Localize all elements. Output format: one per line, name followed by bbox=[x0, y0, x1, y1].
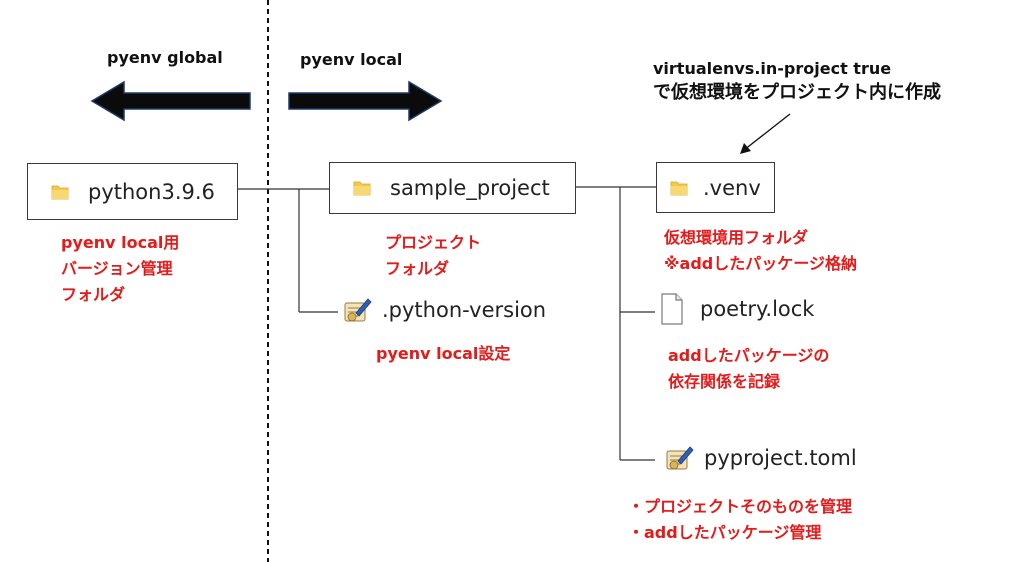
file-python-version-name: .python-version bbox=[382, 298, 547, 322]
note-line: 依存関係を記録 bbox=[668, 372, 781, 391]
file-pyproject[interactable]: pyproject.toml bbox=[664, 443, 857, 473]
annotation-line-1: virtualenvs.in-project true bbox=[653, 59, 892, 78]
note-line: ※addしたパッケージ格納 bbox=[664, 254, 857, 273]
annotation-in-project: virtualenvs.in-project true で仮想環境をプロジェクト… bbox=[653, 57, 941, 105]
folder-sample-project[interactable]: sample_project bbox=[329, 162, 576, 214]
config-file-icon bbox=[344, 298, 372, 322]
note-line: フォルダ bbox=[61, 285, 126, 304]
folder-icon bbox=[670, 181, 688, 195]
note-line: addしたパッケージの bbox=[668, 346, 830, 365]
arrow-left-global bbox=[90, 80, 251, 122]
folder-venv-name: .venv bbox=[703, 175, 761, 200]
note-line: pyenv local用 bbox=[61, 233, 180, 252]
note-venv: 仮想環境用フォルダ ※addしたパッケージ格納 bbox=[664, 225, 857, 277]
file-poetry-lock-name: poetry.lock bbox=[700, 297, 815, 321]
note-line: ・addしたパッケージ管理 bbox=[628, 523, 822, 542]
note-line: pyenv local設定 bbox=[376, 344, 511, 363]
folder-venv[interactable]: .venv bbox=[656, 162, 775, 213]
config-file-icon bbox=[666, 446, 694, 470]
folder-python-version[interactable]: python3.9.6 bbox=[27, 163, 238, 220]
note-python-version-file: pyenv local設定 bbox=[376, 341, 510, 367]
annotation-pointer-line bbox=[743, 113, 791, 151]
annotation-pointer-head bbox=[740, 143, 751, 154]
note-pyproject: ・プロジェクトそのものを管理 ・addしたパッケージ管理 bbox=[628, 494, 852, 546]
note-line: バージョン管理 bbox=[61, 259, 173, 278]
folder-python-version-name: python3.9.6 bbox=[88, 179, 215, 204]
pyenv-local-label: pyenv local bbox=[300, 50, 403, 69]
folder-icon bbox=[51, 185, 69, 199]
note-line: プロジェクト bbox=[385, 233, 482, 252]
note-line: 仮想環境用フォルダ bbox=[664, 228, 809, 247]
folder-sample-project-name: sample_project bbox=[390, 176, 550, 200]
annotation-line-2: で仮想環境をプロジェクト内に作成 bbox=[653, 82, 941, 103]
file-python-version[interactable]: .python-version bbox=[342, 295, 546, 325]
note-sample-project: プロジェクト フォルダ bbox=[385, 230, 481, 282]
note-line: ・プロジェクトそのものを管理 bbox=[628, 497, 853, 516]
note-line: フォルダ bbox=[385, 259, 450, 278]
pyenv-global-label: pyenv global bbox=[107, 48, 223, 67]
folder-icon bbox=[353, 181, 371, 196]
arrow-right-local bbox=[288, 80, 443, 122]
note-poetry-lock: addしたパッケージの 依存関係を記録 bbox=[668, 343, 829, 395]
file-poetry-lock[interactable]: poetry.lock bbox=[660, 293, 814, 325]
file-pyproject-name: pyproject.toml bbox=[704, 446, 857, 470]
document-icon bbox=[661, 293, 683, 325]
note-python-version: pyenv local用 バージョン管理 フォルダ bbox=[61, 230, 179, 308]
